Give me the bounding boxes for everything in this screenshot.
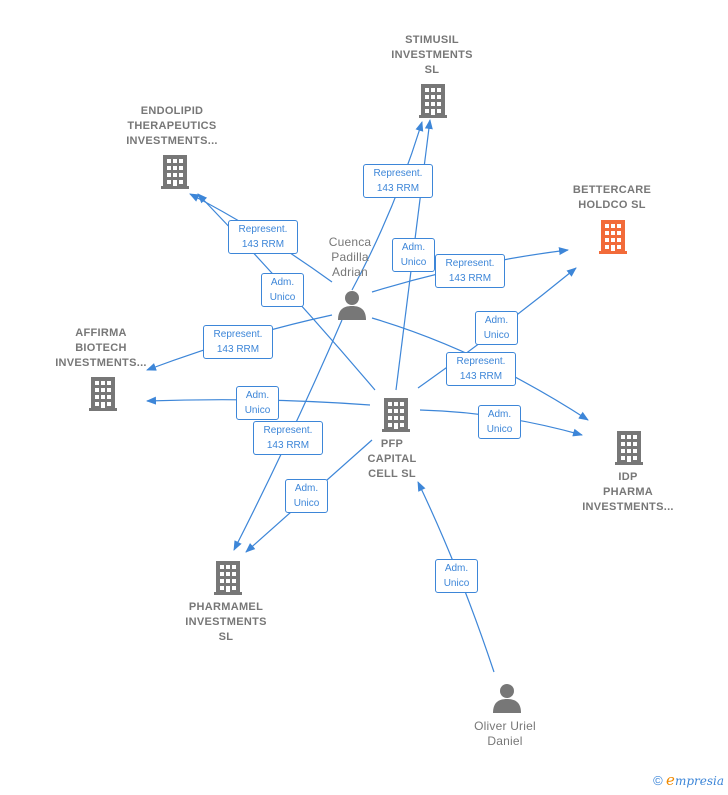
- pfp-building-icon[interactable]: [382, 398, 410, 432]
- footer-brand[interactable]: © empresia: [653, 771, 724, 789]
- idp-label[interactable]: IDP PHARMA INVESTMENTS...: [582, 471, 674, 513]
- edge-label-represent-endolipid[interactable]: Represent. 143 RRM: [228, 220, 298, 254]
- logo-text: mpresia: [674, 774, 724, 788]
- oliver-person-icon[interactable]: [493, 684, 521, 713]
- pharmamel-label[interactable]: PHARMAMEL INVESTMENTS SL: [185, 601, 267, 643]
- edge-label-adm-oliver-pfp[interactable]: Adm. Unico: [435, 559, 478, 593]
- edge-label-represent-affirma[interactable]: Represent. 143 RRM: [203, 325, 273, 359]
- edge-label-adm-pharmamel[interactable]: Adm. Unico: [285, 479, 328, 513]
- edge-label-adm-bettercare[interactable]: Adm. Unico: [475, 311, 518, 345]
- edge-cuenca-stimusil: [351, 121, 424, 291]
- edge-label-adm-stimusil[interactable]: Adm. Unico: [392, 238, 435, 272]
- stimusil-label[interactable]: STIMUSIL INVESTMENTS SL: [391, 34, 473, 76]
- bettercare-building-icon[interactable]: [599, 220, 627, 254]
- bettercare-label[interactable]: BETTERCARE HOLDCO SL: [572, 184, 652, 211]
- pfp-label[interactable]: PFP CAPITAL CELL SL: [367, 438, 417, 480]
- cuenca-person-icon[interactable]: [338, 291, 366, 320]
- logo-initial: e: [666, 771, 675, 789]
- oliver-label[interactable]: Oliver Uriel Daniel: [474, 719, 536, 748]
- idp-building-icon[interactable]: [615, 431, 643, 465]
- edge-label-represent-idp[interactable]: Represent. 143 RRM: [446, 352, 516, 386]
- edge-label-adm-affirma[interactable]: Adm. Unico: [236, 386, 279, 420]
- copyright-symbol: ©: [653, 773, 663, 788]
- endolipid-label[interactable]: ENDOLIPID THERAPEUTICS INVESTMENTS...: [126, 105, 218, 147]
- edge-label-represent-pharmamel[interactable]: Represent. 143 RRM: [253, 421, 323, 455]
- affirma-label[interactable]: AFFIRMA BIOTECH INVESTMENTS...: [55, 327, 147, 369]
- edge-label-represent-stimusil[interactable]: Represent. 143 RRM: [363, 164, 433, 198]
- endolipid-building-icon[interactable]: [161, 155, 189, 189]
- stimusil-building-icon[interactable]: [419, 84, 447, 118]
- edge-label-adm-endolipid[interactable]: Adm. Unico: [261, 273, 304, 307]
- affirma-building-icon[interactable]: [89, 377, 117, 411]
- pharmamel-building-icon[interactable]: [214, 561, 242, 595]
- empresia-logo: empresia: [666, 771, 724, 789]
- cuenca-label[interactable]: Cuenca Padilla Adrian: [328, 235, 372, 279]
- edge-label-represent-bettercare[interactable]: Represent. 143 RRM: [435, 254, 505, 288]
- edge-label-adm-idp[interactable]: Adm. Unico: [478, 405, 521, 439]
